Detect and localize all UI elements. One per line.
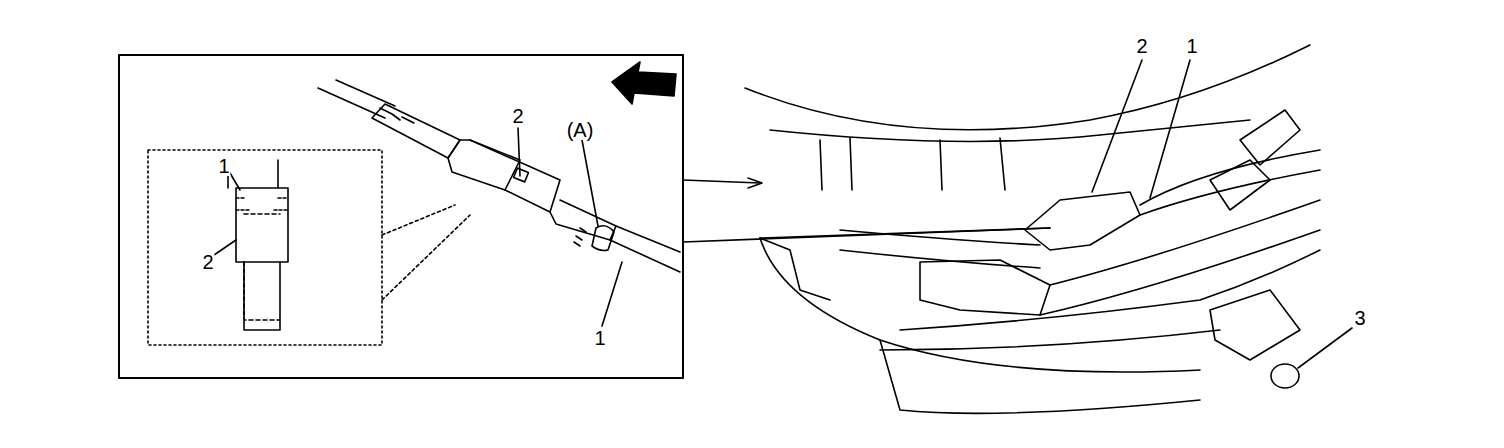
callout-number: 1 [1185,36,1198,56]
callout-letter: (A) [566,120,595,140]
callout-number: 1 [217,156,230,176]
callout-number: 3 [1353,308,1366,328]
callout-number: 2 [1135,36,1148,56]
callout-number: 2 [201,252,214,272]
callout-number: 1 [593,328,606,348]
callout-number: 2 [511,106,524,126]
